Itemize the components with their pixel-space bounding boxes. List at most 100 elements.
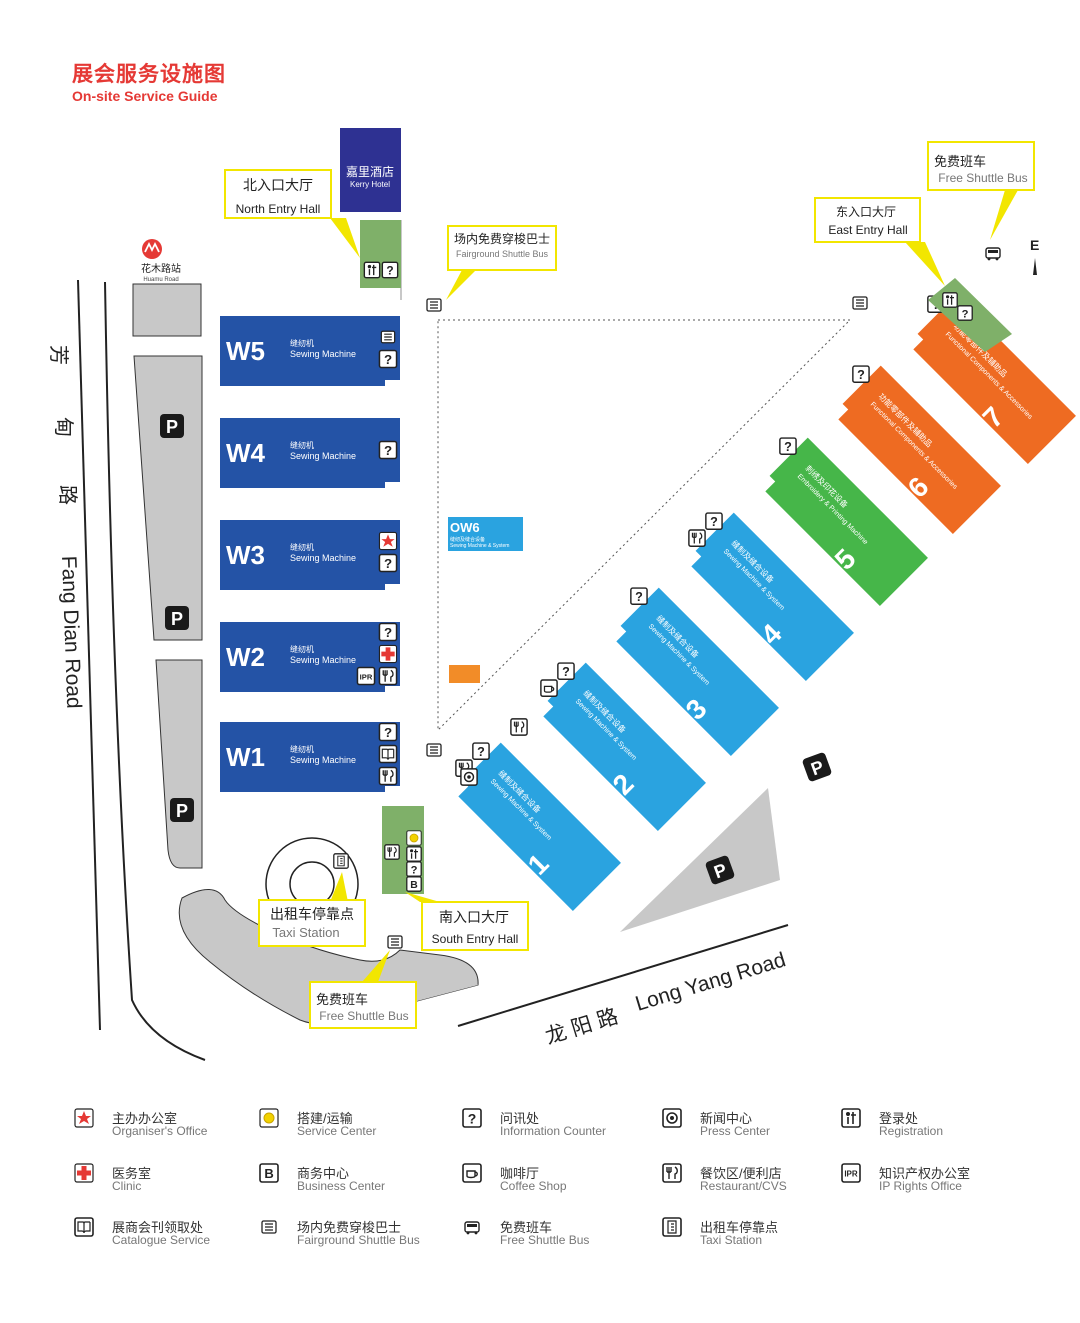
ow6-small-block: [449, 665, 480, 683]
hall-id: W4: [226, 438, 266, 468]
hall-category-en: Sewing Machine: [290, 349, 356, 359]
metro-cn: 花木路站: [141, 262, 181, 275]
legend-label-cn: 主办办公室: [112, 1111, 178, 1126]
hall-block: [616, 587, 779, 756]
restaurant-icon: [662, 1163, 682, 1183]
callout-east-entry: 东入口大厅 East Entry Hall: [814, 197, 945, 286]
svg-text:South Entry Hall: South Entry Hall: [432, 932, 519, 946]
catalogue-icon: [74, 1217, 94, 1237]
ow6-en: Sewing Machine & System: [450, 543, 509, 549]
coffee-icon: [462, 1163, 482, 1183]
hall-block: [765, 437, 928, 606]
legend-label-cn: 免费班车: [500, 1220, 553, 1235]
svg-text:Taxi Station: Taxi Station: [272, 925, 339, 940]
hall-category-en: Sewing Machine: [290, 655, 356, 665]
legend-label-en: Business Center: [297, 1179, 386, 1193]
hall-block: [220, 722, 400, 792]
svg-text:场内免费穿梭巴士: 场内免费穿梭巴士: [454, 231, 550, 246]
hall-category-cn: 缝纫机: [290, 744, 314, 754]
svg-text:北入口大厅: 北入口大厅: [243, 177, 313, 193]
ow6-block[interactable]: [448, 517, 523, 551]
legend-label-en: IP Rights Office: [879, 1179, 962, 1193]
parking-icon: [160, 414, 184, 438]
svg-text:Free Shuttle Bus: Free Shuttle Bus: [938, 171, 1027, 185]
hall-category-cn: 缝纫机: [290, 542, 314, 552]
hall-id: W3: [226, 540, 265, 570]
hall-block: [543, 662, 706, 831]
hall-category-cn: 缝纫机: [290, 440, 314, 450]
title-cn: 展会服务设施图: [72, 63, 226, 86]
legend-label-cn: 搭建/运输: [297, 1111, 353, 1126]
parking-block-1: [133, 355, 203, 641]
registration-icon: [841, 1108, 861, 1128]
legend-label-en: Taxi Station: [700, 1233, 763, 1247]
road-west-cn-3: 路: [56, 485, 79, 505]
road-west-en: Fang Dian Road: [57, 555, 85, 709]
svg-text:Fairground Shuttle Bus: Fairground Shuttle Bus: [456, 249, 549, 259]
hall-category-en: Sewing Machine: [290, 451, 356, 461]
parking-triangle-east: [620, 788, 780, 932]
legend-label-en: Clinic: [112, 1179, 142, 1193]
legend-label-cn: 医务室: [112, 1166, 152, 1181]
legend-label-cn: 知识产权办公室: [879, 1166, 971, 1181]
hall-block: [913, 295, 1076, 464]
road-west-cn-1: 芳: [47, 345, 70, 365]
legend-label-cn: 新闻中心: [700, 1111, 753, 1126]
free-shuttle-icon: [464, 1221, 480, 1236]
legend-label-en: Service Center: [297, 1124, 377, 1138]
svg-text:东入口大厅: 东入口大厅: [836, 205, 896, 219]
parking-block-2: [155, 659, 203, 869]
hall-block: [220, 622, 400, 692]
compass-arrow: [1033, 258, 1037, 275]
legend-label-cn: 出租车停靠点: [700, 1220, 779, 1235]
hall-block: [220, 418, 400, 488]
parking-icon: [801, 751, 833, 783]
hall-block: [838, 365, 1001, 534]
taxi-icon: [662, 1217, 682, 1237]
legend-label-en: Free Shuttle Bus: [500, 1233, 590, 1247]
legend-label-cn: 登录处: [879, 1111, 919, 1126]
svg-text:Free Shuttle Bus: Free Shuttle Bus: [319, 1009, 408, 1023]
hotel-en: Kerry Hotel: [350, 180, 390, 189]
legend-label-cn: 咖啡厅: [500, 1166, 540, 1181]
hotel-cn: 嘉里酒店: [346, 165, 394, 179]
kerry-hotel: [340, 128, 401, 212]
legend-label-cn: 商务中心: [297, 1166, 350, 1181]
svg-text:免费班车: 免费班车: [934, 154, 986, 169]
star-icon: [74, 1108, 94, 1128]
legend-label-cn: 问讯处: [500, 1111, 540, 1126]
fairground-shuttle-icon: [261, 1220, 277, 1234]
legend-label-cn: 展商会刊领取处: [112, 1220, 204, 1235]
svg-text:南入口大厅: 南入口大厅: [439, 909, 509, 925]
business-center-icon: [259, 1163, 279, 1183]
clinic-icon: [74, 1163, 94, 1183]
legend-label-en: Registration: [879, 1124, 944, 1138]
road-south-en: Long Yang Road: [633, 948, 789, 1016]
svg-text:出租车停靠点: 出租车停靠点: [270, 906, 354, 922]
metro-block: [132, 283, 202, 337]
hall-category-cn: 缝纫机: [290, 338, 314, 348]
legend-label-en: Fairground Shuttle Bus: [297, 1233, 420, 1247]
hall-category-en: Sewing Machine: [290, 755, 356, 765]
question-icon: [462, 1108, 482, 1128]
hall-block: [458, 742, 621, 911]
hall-block: [220, 316, 400, 386]
svg-text:East Entry Hall: East Entry Hall: [828, 223, 907, 237]
legend-label-en: Catalogue Service: [112, 1233, 211, 1247]
